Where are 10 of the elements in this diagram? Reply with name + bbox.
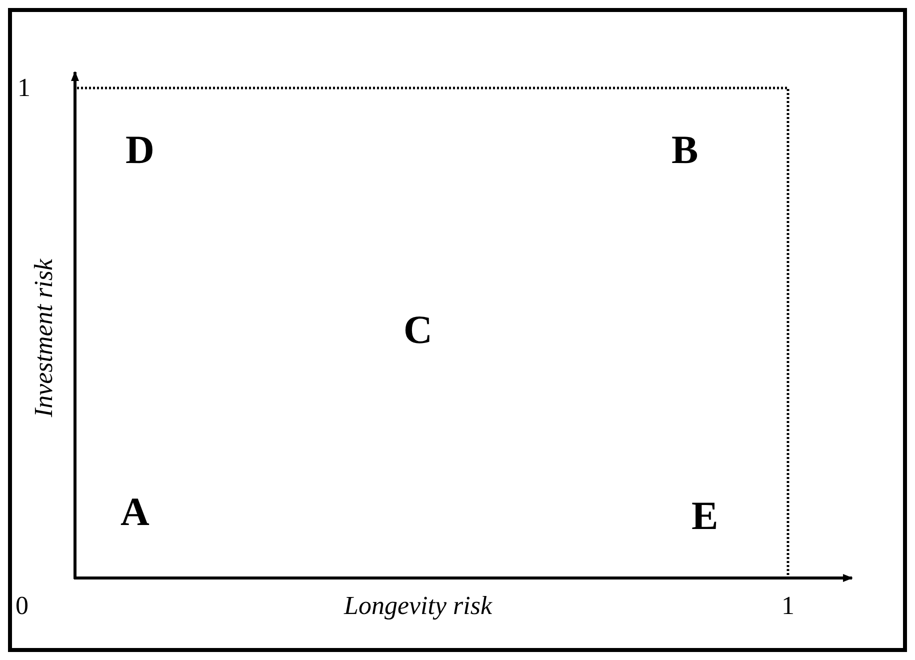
tick-label: 1 <box>782 593 794 619</box>
region-letter: E <box>692 496 718 536</box>
axis-title: Investment risk <box>31 258 58 418</box>
region-letter: A <box>120 492 150 532</box>
tick-label: 1 <box>18 75 30 101</box>
region-letter: D <box>126 130 154 170</box>
region-letter: B <box>672 130 698 170</box>
tick-label: 0 <box>16 593 28 619</box>
region-letter: C <box>404 310 432 350</box>
axis-title: Longevity risk <box>344 593 492 619</box>
